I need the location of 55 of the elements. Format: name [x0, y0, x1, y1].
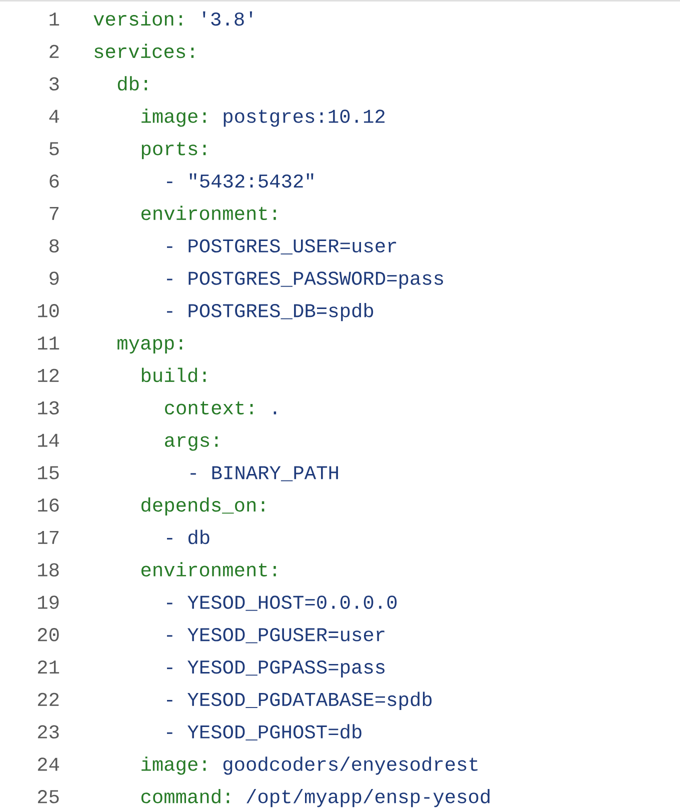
code-value: /opt/myapp/ensp-yesod [246, 788, 490, 808]
line-number: 8 [50, 239, 59, 252]
line-number: 2 [50, 44, 59, 58]
code-key: args: [165, 436, 218, 451]
line-number: 6 [50, 174, 59, 188]
code-value: - BINARY_PATH [190, 466, 338, 482]
line-number: 20 [38, 628, 59, 642]
line-number: 17 [38, 531, 58, 544]
line-number: 24 [38, 758, 60, 771]
line-number: 25 [38, 790, 59, 804]
line-number: 9 [50, 272, 59, 285]
line-number: 21 [38, 660, 60, 674]
line-number: 11 [38, 336, 60, 350]
code-key: build: [142, 368, 206, 382]
line-number: 14 [38, 434, 60, 447]
line-number: 5 [50, 142, 59, 156]
line-number: 18 [38, 563, 59, 576]
code-key: myapp: [118, 339, 182, 354]
code-value: - POSTGRES_PASSWORD=pass [166, 272, 443, 289]
code-key: image: [142, 756, 206, 775]
code-value: - POSTGRES_USER=user [166, 239, 396, 254]
code-value: - YESOD_PGUSER=user [166, 628, 384, 644]
code-value: - YESOD_PGHOST=db [166, 724, 362, 740]
code-value: - YESOD_PGDATABASE=spdb [166, 692, 432, 710]
code-value: '3.8' [203, 11, 252, 26]
code-key: version: [94, 11, 182, 26]
code-value: - POSTGRES_DB=spdb [166, 302, 374, 322]
code-key: image: [142, 108, 206, 127]
line-number: 7 [50, 207, 58, 220]
line-number: 16 [38, 498, 59, 512]
code-key: depends_on: [142, 497, 264, 516]
code-key: context: [165, 401, 253, 414]
code-value: - YESOD_HOST=0.0.0.0 [166, 596, 397, 611]
line-number: 19 [38, 596, 59, 609]
line-number: 1 [50, 12, 60, 26]
line-number: 4 [49, 110, 60, 123]
code-key: environment: [141, 206, 276, 220]
code-value: postgres:10.12 [224, 110, 385, 127]
code-value: - db [166, 530, 210, 544]
code-key: services: [94, 44, 194, 58]
line-number: 22 [38, 692, 59, 706]
line-number: 3 [50, 77, 59, 90]
code-value: . [274, 411, 276, 414]
line-number: 12 [38, 368, 59, 382]
code-key: db: [118, 76, 147, 91]
code-value: - "5432:5432" [166, 173, 314, 188]
line-number: 15 [38, 466, 59, 480]
code-key: environment: [141, 562, 276, 576]
code-value: - YESOD_PGPASS=pass [166, 660, 384, 678]
line-number: 10 [38, 304, 59, 318]
line-number: 13 [38, 401, 59, 414]
line-number: 23 [38, 725, 59, 738]
code-key: ports: [142, 142, 206, 160]
code-value: goodcoders/enyesodrest [223, 756, 478, 775]
code-key: command: [141, 788, 230, 804]
